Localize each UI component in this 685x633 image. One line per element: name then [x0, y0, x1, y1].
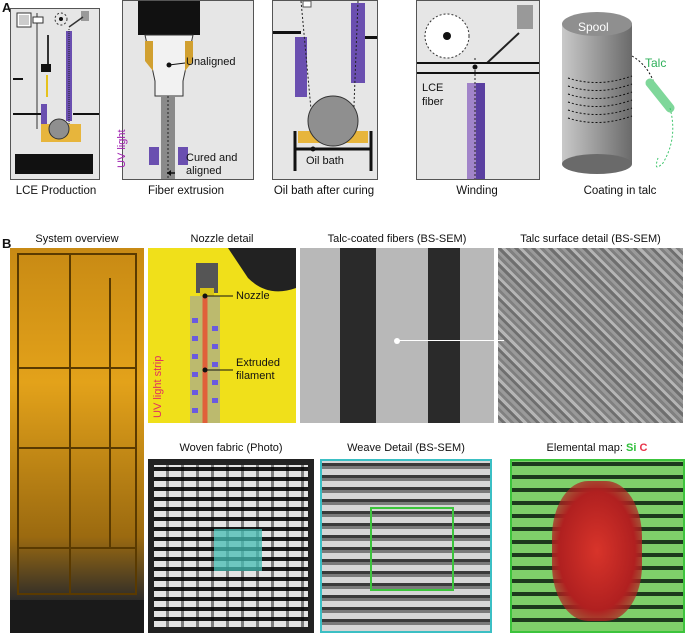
- caption-oil-bath: Oil bath after curing: [273, 185, 375, 197]
- sem-pointer-line-2: [498, 340, 504, 341]
- title-weave-detail: Weave Detail (BS-SEM): [347, 442, 465, 454]
- title-nozzle-detail: Nozzle detail: [190, 233, 254, 245]
- elemental-si-label: Si: [626, 442, 637, 454]
- lce-production-schematic: [13, 11, 99, 174]
- winding-diagram: [416, 0, 540, 180]
- oil-bath-schematic: [273, 1, 377, 171]
- elemental-map-image: [510, 459, 685, 633]
- title-system-overview: System overview: [35, 233, 119, 245]
- title-talc-coated-fibers: Talc-coated fibers (BS-SEM): [327, 233, 467, 245]
- title-talc-surface-detail: Talc surface detail (BS-SEM): [520, 233, 661, 245]
- caption-fiber-extrusion: Fiber extrusion: [147, 185, 225, 197]
- label-extruded: Extruded: [236, 357, 281, 369]
- title-elemental-map: Elemental map: Si C: [510, 442, 684, 454]
- label-fiber: fiber: [422, 96, 444, 108]
- carbon-region: [552, 481, 642, 621]
- title-woven-fabric: Woven fabric (Photo): [179, 442, 283, 454]
- label-uv-light-strip: UV light strip: [152, 355, 164, 418]
- caption-lce-production: LCE Production: [15, 185, 97, 197]
- label-cured-aligned-1: Cured and: [186, 152, 238, 164]
- label-lce: LCE: [422, 82, 444, 94]
- weave-detail-sem: [320, 459, 492, 633]
- sem-pointer-line: [397, 340, 494, 341]
- label-filament: filament: [236, 370, 275, 382]
- label-talc: Talc: [645, 56, 667, 70]
- winding-schematic: [417, 5, 539, 179]
- dark-fiber-gap-1: [340, 248, 376, 423]
- label-unaligned: Unaligned: [186, 56, 236, 68]
- caption-coating-talc: Coating in talc: [583, 185, 657, 197]
- nozzle-photo-elements: [190, 248, 296, 423]
- sem-pointer-dot: [394, 338, 400, 344]
- label-cured-aligned-2: aligned: [186, 165, 222, 177]
- oil-bath-diagram: [272, 0, 378, 180]
- lce-production-diagram: [10, 8, 100, 180]
- elemental-map-prefix: Elemental map:: [546, 442, 627, 454]
- system-frame-lines: [10, 253, 144, 633]
- nozzle-detail-photo: [148, 248, 296, 423]
- weave-threads: [322, 461, 490, 631]
- dark-fiber-gap-2: [428, 248, 460, 423]
- label-oil-bath: Oil bath: [306, 155, 344, 167]
- fiber-extrusion-diagram: [122, 0, 254, 180]
- label-uv-light: UV light: [116, 129, 128, 168]
- system-overview-photo: [10, 248, 144, 633]
- fabric-highlight-region: [214, 529, 262, 571]
- woven-fabric-photo: [148, 459, 314, 633]
- panel-b-letter: B: [2, 236, 12, 251]
- talc-surface-detail-sem: [498, 248, 683, 423]
- weave-zoom-box: [370, 507, 454, 591]
- caption-winding: Winding: [456, 185, 498, 197]
- panel-a-letter: A: [2, 0, 12, 15]
- elemental-c-label: C: [639, 442, 648, 454]
- label-nozzle: Nozzle: [236, 290, 270, 302]
- talc-coated-fibers-sem: [300, 248, 494, 423]
- fiber-extrusion-schematic: [138, 1, 200, 179]
- label-spool: Spool: [578, 20, 609, 34]
- spool-illustration: [562, 12, 675, 174]
